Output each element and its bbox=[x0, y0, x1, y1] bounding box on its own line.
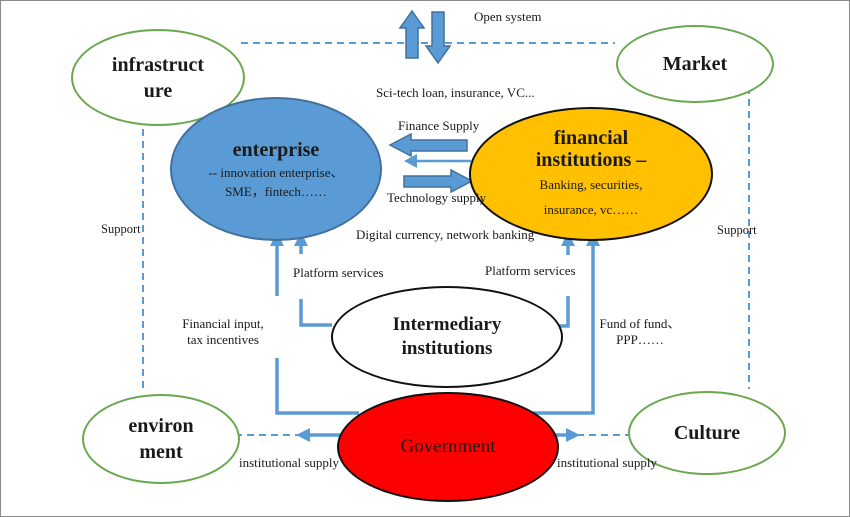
enterprise-title: enterprise bbox=[232, 138, 320, 161]
institutional-supply-right-label: institutional supply bbox=[557, 455, 658, 470]
market-label: Market bbox=[662, 53, 728, 75]
digital-currency-label: Digital currency, network banking bbox=[356, 227, 535, 242]
financial-subtitle-line2: insurance, vc…… bbox=[543, 202, 639, 217]
market-node: Market bbox=[616, 25, 774, 103]
open-system-up-arrow bbox=[398, 9, 426, 59]
culture-label: Culture bbox=[673, 422, 741, 444]
intermediary-label-line2: institutions bbox=[401, 338, 493, 359]
financial-title-line2: institutions – bbox=[535, 149, 647, 172]
finance-supply-thin-arrow bbox=[404, 154, 471, 168]
culture-node: Culture bbox=[628, 391, 786, 475]
technology-supply-arrow bbox=[403, 168, 474, 194]
infrastructure-node: infrastruct ure bbox=[71, 29, 245, 126]
environment-node: environ ment bbox=[82, 394, 240, 484]
financial-institutions-node: financial institutions – Banking, securi… bbox=[469, 107, 713, 241]
environment-label-line1: environ bbox=[128, 415, 194, 437]
fund-of-fund-label-line2: PPP…… bbox=[616, 331, 664, 347]
platform-services-left-label: Platform services bbox=[293, 265, 384, 280]
finance-supply-label: Finance Supply bbox=[398, 118, 480, 133]
financial-input-label-line1: Financial input, bbox=[182, 316, 264, 331]
enterprise-subtitle-line2: SME，fintech…… bbox=[225, 184, 327, 199]
support-right-label: Support bbox=[717, 223, 757, 237]
fund-of-fund-label: Fund of fund、 PPP…… bbox=[599, 316, 681, 347]
enterprise-subtitle-line1: -- innovation enterprise、 bbox=[208, 164, 344, 180]
enterprise-node: enterprise -- innovation enterprise、 SME… bbox=[170, 97, 382, 241]
platform-services-right-label: Platform services bbox=[485, 263, 576, 278]
intermediary-institutions-node: Intermediary institutions bbox=[331, 286, 563, 388]
government-to-environment-arrow bbox=[235, 428, 342, 442]
open-system-down-arrow bbox=[424, 11, 452, 65]
intermediary-label-line1: Intermediary bbox=[392, 314, 502, 336]
government-to-culture-arrow bbox=[552, 428, 629, 442]
institutional-supply-left-label: institutional supply bbox=[239, 455, 340, 470]
environment-label-line2: ment bbox=[139, 441, 183, 463]
infrastructure-label-line1: infrastruct bbox=[111, 53, 205, 76]
intermediary-to-financial-connector bbox=[557, 232, 575, 328]
support-left-label: Support bbox=[101, 222, 141, 236]
government-node: Government bbox=[337, 392, 559, 502]
open-system-label: Open system bbox=[474, 9, 542, 24]
technology-supply-label: Technology supply bbox=[387, 190, 487, 205]
financial-input-label: Financial input, tax incentives bbox=[163, 316, 283, 347]
fund-of-fund-label-line1: Fund of fund、 bbox=[599, 316, 681, 331]
financial-subtitle-line1: Banking, securities, bbox=[539, 177, 643, 193]
finance-supply-arrow bbox=[388, 132, 468, 158]
government-label: Government bbox=[400, 436, 496, 457]
financial-title-line1: financial bbox=[553, 127, 629, 150]
sci-tech-label: Sci-tech loan, insurance, VC... bbox=[376, 85, 535, 100]
infrastructure-label-line2: ure bbox=[143, 79, 173, 102]
financial-input-label-line2: tax incentives bbox=[187, 331, 259, 347]
